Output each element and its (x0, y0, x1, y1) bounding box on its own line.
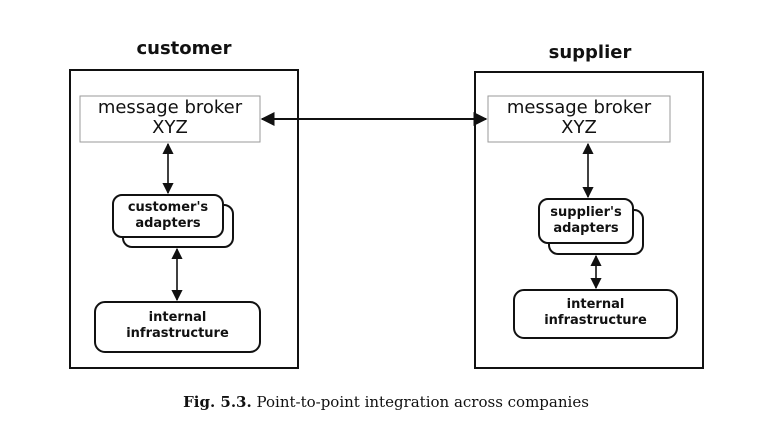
supplier-infrastructure-line2: infrastructure (544, 313, 647, 328)
figure-caption-label: Fig. 5.3. (183, 393, 252, 411)
customer-broker-label: message broker XYZ (80, 98, 260, 138)
customer-company-box (69, 69, 299, 369)
supplier-infrastructure-line1: internal (566, 297, 625, 312)
supplier-infrastructure-label: internal infrastructure (514, 297, 677, 329)
figure-caption-text: Point-to-point integration across compan… (256, 393, 589, 411)
customer-infrastructure-line2: infrastructure (126, 326, 229, 341)
customer-adapters-line2: adapters (135, 216, 201, 231)
customer-infrastructure-line1: internal (148, 310, 207, 325)
customer-title: customer (136, 38, 232, 59)
supplier-broker-name: message broker (506, 97, 652, 118)
customer-adapters-box (112, 194, 224, 238)
supplier-title: supplier (548, 42, 632, 63)
supplier-broker-id: XYZ (561, 117, 597, 138)
customer-adapters-line1: customer's (127, 200, 209, 215)
figure-caption: Fig. 5.3. Point-to-point integration acr… (0, 393, 772, 411)
supplier-infrastructure-box (513, 289, 678, 339)
supplier-company-box (474, 71, 704, 369)
supplier-adapters-line2: adapters (553, 221, 619, 236)
supplier-broker-label: message broker XYZ (488, 98, 670, 138)
customer-infrastructure-box (94, 301, 261, 353)
supplier-adapters-line1: supplier's (550, 205, 622, 220)
supplier-adapters-box (538, 198, 634, 244)
supplier-adapters-label: supplier's adapters (539, 205, 633, 237)
supplier-broker-box (487, 95, 671, 143)
customer-infrastructure-label: internal infrastructure (95, 310, 260, 342)
customer-broker-box (79, 95, 261, 143)
customer-broker-id: XYZ (152, 117, 188, 138)
customer-adapters-label: customer's adapters (113, 200, 223, 232)
customer-broker-name: message broker (97, 97, 243, 118)
